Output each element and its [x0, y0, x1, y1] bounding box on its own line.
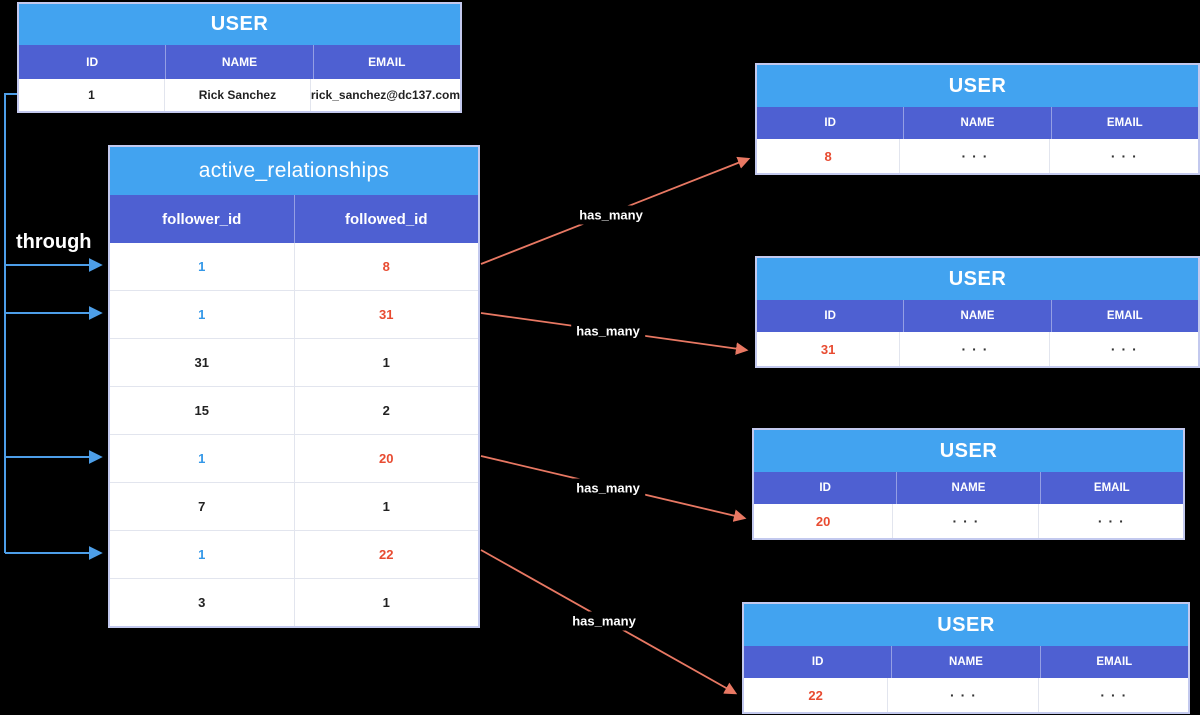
column-header-email: EMAIL: [1050, 107, 1198, 139]
column-header-row: ID NAME EMAIL: [744, 646, 1188, 678]
has-many-label: has_many: [571, 321, 645, 341]
cell-follower-id: 1: [198, 307, 206, 322]
cell-name-placeholder: ···: [892, 504, 1037, 538]
table-title: USER: [757, 258, 1198, 300]
cell-follower-id: 15: [194, 403, 209, 418]
cell-follower-id: 1: [198, 547, 206, 562]
cell-name-placeholder: ···: [887, 678, 1037, 712]
table-row: 3 1: [110, 578, 478, 626]
table-row: 1 Rick Sanchez rick_sanchez@dc137.com: [19, 79, 460, 111]
table-row: 8 ··· ···: [757, 139, 1198, 173]
table-title: USER: [754, 430, 1183, 472]
cell-followed-id: 8: [293, 243, 479, 290]
cell-email: rick_sanchez@dc137.com: [309, 79, 460, 111]
table-title: active_relationships: [110, 147, 478, 195]
table-row: 31 ··· ···: [757, 332, 1198, 366]
table-row: 1 20: [110, 434, 478, 482]
column-header-name: NAME: [896, 472, 1039, 504]
active-relationships-table: active_relationships follower_id followe…: [108, 145, 480, 628]
cell-name-placeholder: ···: [899, 332, 1048, 366]
has-many-label: has_many: [567, 611, 641, 631]
has-many-label: has_many: [574, 205, 648, 225]
table-row: 31 1: [110, 338, 478, 386]
cell-follower-id: 7: [198, 499, 206, 514]
cell-followed-id: 31: [293, 291, 479, 338]
cell-followed-id: 1: [293, 339, 479, 386]
cell-id: 8: [824, 148, 832, 164]
column-header-id: ID: [811, 656, 824, 668]
user-table-31: USER ID NAME EMAIL 31 ··· ···: [755, 256, 1200, 368]
cell-email-placeholder: ···: [1037, 678, 1188, 712]
table-title: USER: [19, 4, 460, 45]
cell-id: 1: [88, 88, 95, 102]
cell-followed-id: 20: [293, 435, 479, 482]
cell-followed-id: 1: [293, 483, 479, 530]
table-title: USER: [757, 65, 1198, 107]
table-row: 15 2: [110, 386, 478, 434]
user-table-8: USER ID NAME EMAIL 8 ··· ···: [755, 63, 1200, 175]
column-header-name: NAME: [165, 45, 312, 79]
column-header-row: ID NAME EMAIL: [757, 107, 1198, 139]
column-header-row: follower_id followed_id: [110, 195, 478, 243]
table-row: 1 22: [110, 530, 478, 578]
table-title: USER: [744, 604, 1188, 646]
cell-email-placeholder: ···: [1048, 332, 1198, 366]
table-row: 1 31: [110, 290, 478, 338]
cell-follower-id: 31: [194, 355, 209, 370]
cell-followed-id: 2: [293, 387, 479, 434]
column-header-row: ID NAME EMAIL: [757, 300, 1198, 332]
column-header-id: ID: [824, 310, 836, 322]
cell-followed-id: 1: [293, 579, 479, 626]
column-header-follower-id: follower_id: [162, 210, 242, 228]
table-row: 1 8: [110, 243, 478, 290]
column-header-email: EMAIL: [1039, 472, 1183, 504]
cell-email-placeholder: ···: [1037, 504, 1183, 538]
column-header-email: EMAIL: [1050, 300, 1198, 332]
table-row: 22 ··· ···: [744, 678, 1188, 712]
cell-name: Rick Sanchez: [163, 79, 310, 111]
cell-follower-id: 1: [198, 259, 206, 274]
column-header-email: EMAIL: [1039, 646, 1188, 678]
cell-id: 20: [815, 513, 831, 529]
cell-follower-id: 1: [198, 451, 206, 466]
column-header-followed-id: followed_id: [293, 195, 479, 243]
user-table-20: USER ID NAME EMAIL 20 ··· ···: [752, 428, 1185, 540]
cell-id: 31: [820, 341, 836, 357]
through-label: through: [16, 231, 92, 253]
cell-followed-id: 22: [293, 531, 479, 578]
has-many-label: has_many: [571, 478, 645, 498]
column-header-id: ID: [819, 482, 831, 494]
column-header-id: ID: [824, 117, 836, 129]
column-header-email: EMAIL: [312, 45, 460, 79]
column-header-row: ID NAME EMAIL: [754, 472, 1183, 504]
cell-follower-id: 3: [198, 595, 206, 610]
table-row: 7 1: [110, 482, 478, 530]
column-header-name: NAME: [891, 646, 1039, 678]
table-row: 20 ··· ···: [754, 504, 1183, 538]
column-header-id: ID: [86, 55, 99, 69]
cell-id: 22: [808, 687, 823, 703]
column-header-name: NAME: [903, 300, 1050, 332]
column-header-name: NAME: [903, 107, 1050, 139]
through-connector: [4, 93, 103, 560]
cell-email-placeholder: ···: [1048, 139, 1198, 173]
user-table-main: USER ID NAME EMAIL 1 Rick Sanchez rick_s…: [17, 2, 462, 113]
cell-name-placeholder: ···: [899, 139, 1048, 173]
user-table-22: USER ID NAME EMAIL 22 ··· ···: [742, 602, 1190, 714]
column-header-row: ID NAME EMAIL: [19, 45, 460, 79]
